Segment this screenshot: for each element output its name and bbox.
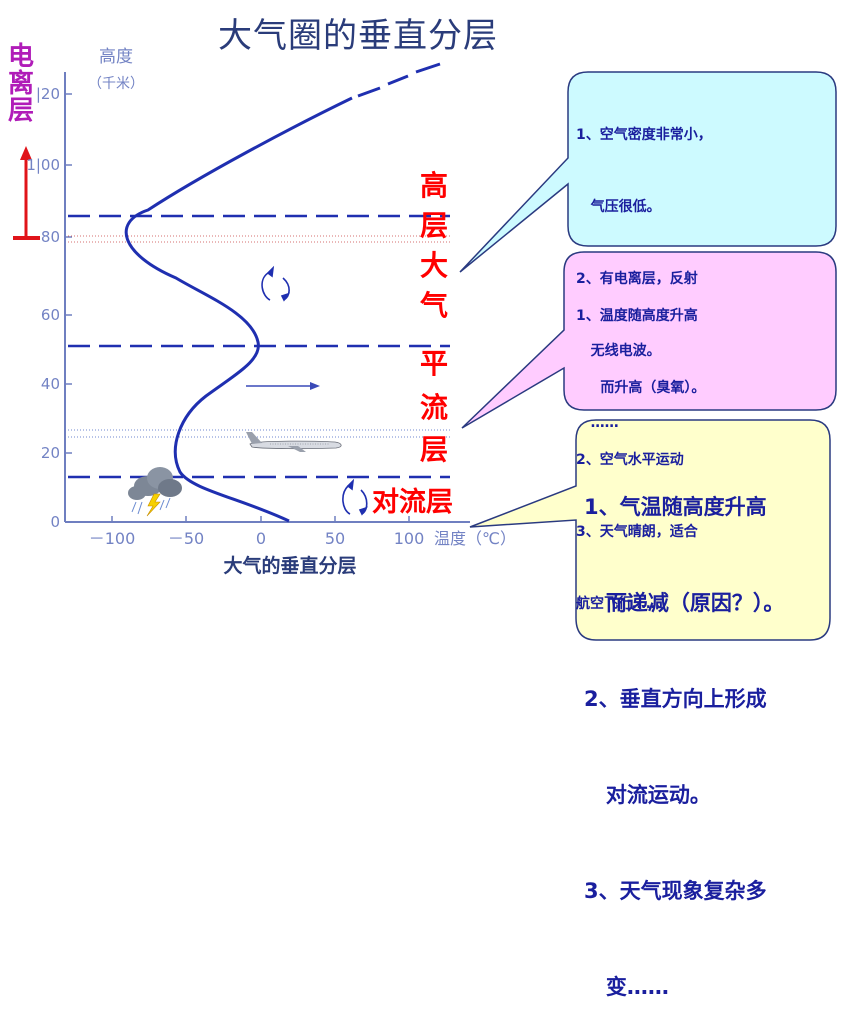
rotation-arrow-icon (342, 478, 368, 516)
layer-label-high-4: 气 (420, 289, 449, 322)
y-tick-60: 60 (41, 306, 60, 324)
callout-high-line-3: 2、有电离层，反射 (576, 271, 698, 287)
storm-cloud-icon (128, 467, 182, 517)
axes (64, 72, 470, 523)
callout-tropo-line-2: 而递减（原因？）。 (584, 591, 785, 615)
callout-tropo-line-4: 对流运动。 (584, 783, 711, 807)
ionosphere-label: 电离层 (8, 42, 35, 126)
callout-high-line-2: 气压很低。 (576, 199, 661, 215)
x-tick-0: 0 (256, 529, 266, 548)
callout-tropo-line-1: 1、气温随高度升高 (584, 495, 767, 519)
page-title: 大气圈的垂直分层 (218, 16, 498, 56)
callout-high-text: 1、空气密度非常小， 气压很低。 2、有电离层，反射 无线电波。 …… (576, 75, 712, 459)
y-tick-20: 20 (41, 444, 60, 462)
layer-label-high-2: 层 (420, 209, 449, 242)
x-tick-minus-100: －100 (89, 529, 136, 548)
callout-tropo-text: 1、气温随高度升高 而递减（原因？）。 2、垂直方向上形成 对流运动。 3、天气… (584, 427, 784, 1035)
callout-high-line-4: 无线电波。 (576, 343, 661, 359)
y-tick-120: |20 (36, 85, 60, 103)
y-tick-100: 1|00 (26, 156, 60, 174)
callout-strato-line-3: 2、空气水平运动 (576, 452, 684, 468)
callout-tropo-line-5: 3、天气现象复杂多 (584, 879, 767, 903)
y-tick-80: 80 (41, 228, 60, 246)
layer-label-strato-1: 平 (420, 347, 449, 380)
callout-strato-line-2: 而升高（臭氧）。 (576, 380, 706, 396)
layer-label-high-3: 大 (420, 249, 449, 282)
x-tick-50: 50 (325, 529, 345, 548)
y-axis-label: 高度 (99, 47, 133, 67)
callout-troposphere (469, 419, 831, 641)
rotation-arrow-icon (261, 265, 290, 302)
callout-stratosphere (461, 251, 837, 429)
x-tick-100: 100 (394, 529, 425, 548)
callout-tropo-line-6: 变…… (584, 975, 669, 999)
callout-strato-line-4: 3、天气晴朗，适合 (576, 524, 698, 540)
atmosphere-diagram: 0 20 40 60 80 1|00 |20 －100 －50 0 50 100… (13, 47, 837, 641)
callout-high-line-5: …… (576, 415, 619, 431)
callout-high-atmosphere (459, 71, 837, 273)
layer-label-strato-3: 层 (420, 433, 449, 466)
layer-label-strato-2: 流 (420, 391, 449, 424)
y-axis-unit: （千米） (88, 76, 144, 92)
callout-strato-line-1: 1、温度随高度升高 (576, 308, 698, 324)
callout-high-line-1: 1、空气密度非常小， (576, 127, 712, 143)
layer-label-tropo: 对流层 (372, 487, 453, 518)
x-axis-label: 温度（℃） (434, 529, 516, 548)
horizontal-arrow-icon (246, 382, 320, 390)
callout-tropo-line-3: 2、垂直方向上形成 (584, 687, 767, 711)
y-tick-40: 40 (41, 375, 60, 393)
temperature-curve (124, 96, 353, 523)
callout-strato-line-5: 航空飞行…… (576, 596, 660, 612)
callout-strato-text: 1、温度随高度升高 而升高（臭氧）。 2、空气水平运动 3、天气晴朗，适合 航空… (576, 256, 705, 640)
airplane-icon (246, 432, 342, 452)
figure-caption: 大气的垂直分层 (223, 554, 356, 577)
y-tick-0: 0 (50, 513, 60, 531)
x-tick-minus-50: －50 (168, 529, 204, 548)
layer-label-high-1: 高 (420, 169, 449, 202)
up-arrow-icon (13, 146, 40, 240)
